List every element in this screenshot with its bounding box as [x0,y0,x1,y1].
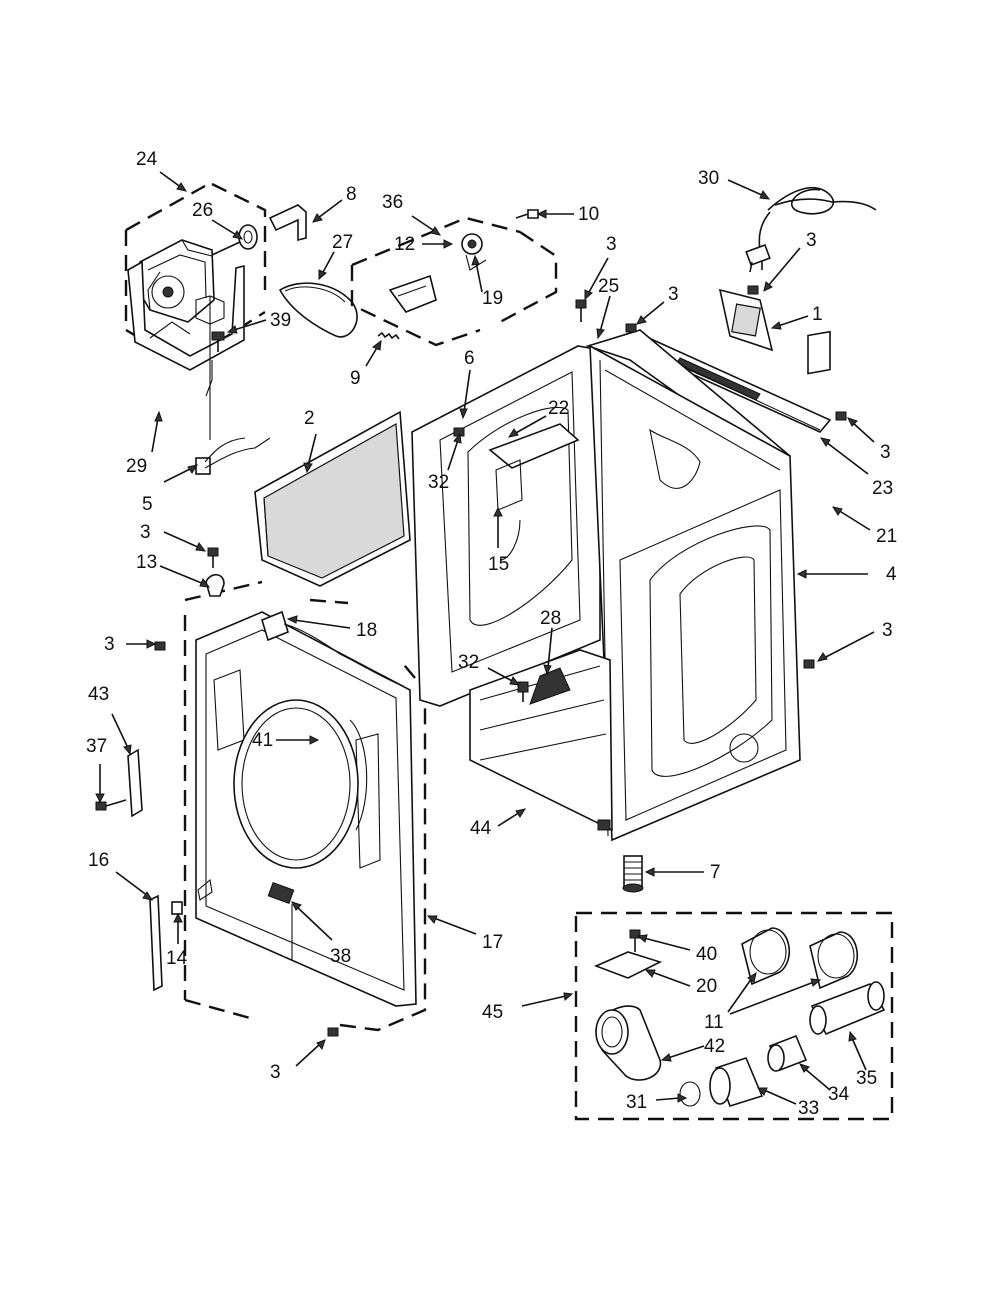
label-6: 6 [464,348,475,369]
label-21: 21 [876,526,897,547]
screw-39-icon [211,331,225,352]
label-14: 14 [166,948,188,969]
label-19: 19 [482,288,503,309]
wire-harness-5-icon [195,360,271,475]
label-33: 33 [798,1098,819,1119]
label-3-f: 3 [104,634,115,655]
label-37: 37 [86,736,107,757]
label-32-b: 32 [458,652,479,673]
label-12: 12 [394,234,415,255]
label-39: 39 [270,310,291,331]
label-8: 8 [346,184,357,205]
label-32-a: 32 [428,472,449,493]
label-3-g: 3 [882,620,893,641]
hinge-16-icon [149,894,163,992]
label-36: 36 [382,192,403,213]
label-34: 34 [828,1084,850,1105]
label-1: 1 [812,304,823,325]
power-cord-icon [745,186,877,273]
label-23: 23 [872,478,893,499]
label-30: 30 [698,168,719,189]
group-outline-17 [183,580,427,1032]
cabinet-icon [411,329,801,842]
label-11: 11 [704,1012,724,1033]
label-41: 41 [252,730,273,751]
group-outline-45 [574,911,894,1121]
spring-icon [377,331,400,340]
exhaust-vent-icon [593,927,886,1107]
label-43: 43 [88,684,109,705]
label-3-b: 3 [668,284,679,305]
label-42: 42 [704,1036,725,1057]
label-27: 27 [332,232,353,253]
label-45: 45 [482,1002,503,1023]
label-7: 7 [710,862,721,883]
label-5: 5 [142,494,153,515]
label-24: 24 [136,149,158,170]
label-35: 35 [856,1068,877,1089]
strike-43-icon [127,748,143,818]
label-22: 22 [548,398,569,419]
label-2: 2 [304,408,315,429]
label-31: 31 [626,1092,647,1113]
door-opening-icon [233,699,368,869]
belt-icon [278,282,358,338]
label-15: 15 [488,554,509,575]
label-9: 9 [350,368,361,389]
label-17: 17 [482,932,503,953]
label-25: 25 [598,276,619,297]
label-3-c: 3 [806,230,817,251]
terminal-block-icon [718,288,774,352]
label-10: 10 [578,204,599,225]
screw-icons [95,285,847,1037]
label-18: 18 [356,620,377,641]
label-3-e: 3 [140,522,151,543]
label-3-d: 3 [880,442,891,463]
group-outline-36 [350,216,558,347]
lint-filter-icon [254,410,411,587]
label-3-a: 3 [606,234,617,255]
label-20: 20 [696,976,717,997]
label-16: 16 [88,850,109,871]
label-29: 29 [126,456,147,477]
label-4: 4 [886,564,897,585]
cabinet-label-icon [807,330,831,375]
wire-harness-18-icon [261,610,399,685]
leader-lines [95,171,875,1105]
control-bracket-icon [388,209,539,313]
reference-labels: 24 26 8 27 39 29 5 36 10 12 19 9 30 3 25… [86,149,897,1119]
label-26: 26 [192,200,213,221]
label-40: 40 [696,944,717,965]
blower-icon [238,204,307,250]
label-28: 28 [540,608,561,629]
leveling-leg-icon [622,855,644,893]
label-44: 44 [470,818,492,839]
bracket-14-icon [171,901,183,915]
label-3-h: 3 [270,1062,281,1083]
label-13: 13 [136,552,157,573]
label-38: 38 [330,946,351,967]
motor-icon [137,239,241,323]
motor-bracket-icon [127,260,245,440]
